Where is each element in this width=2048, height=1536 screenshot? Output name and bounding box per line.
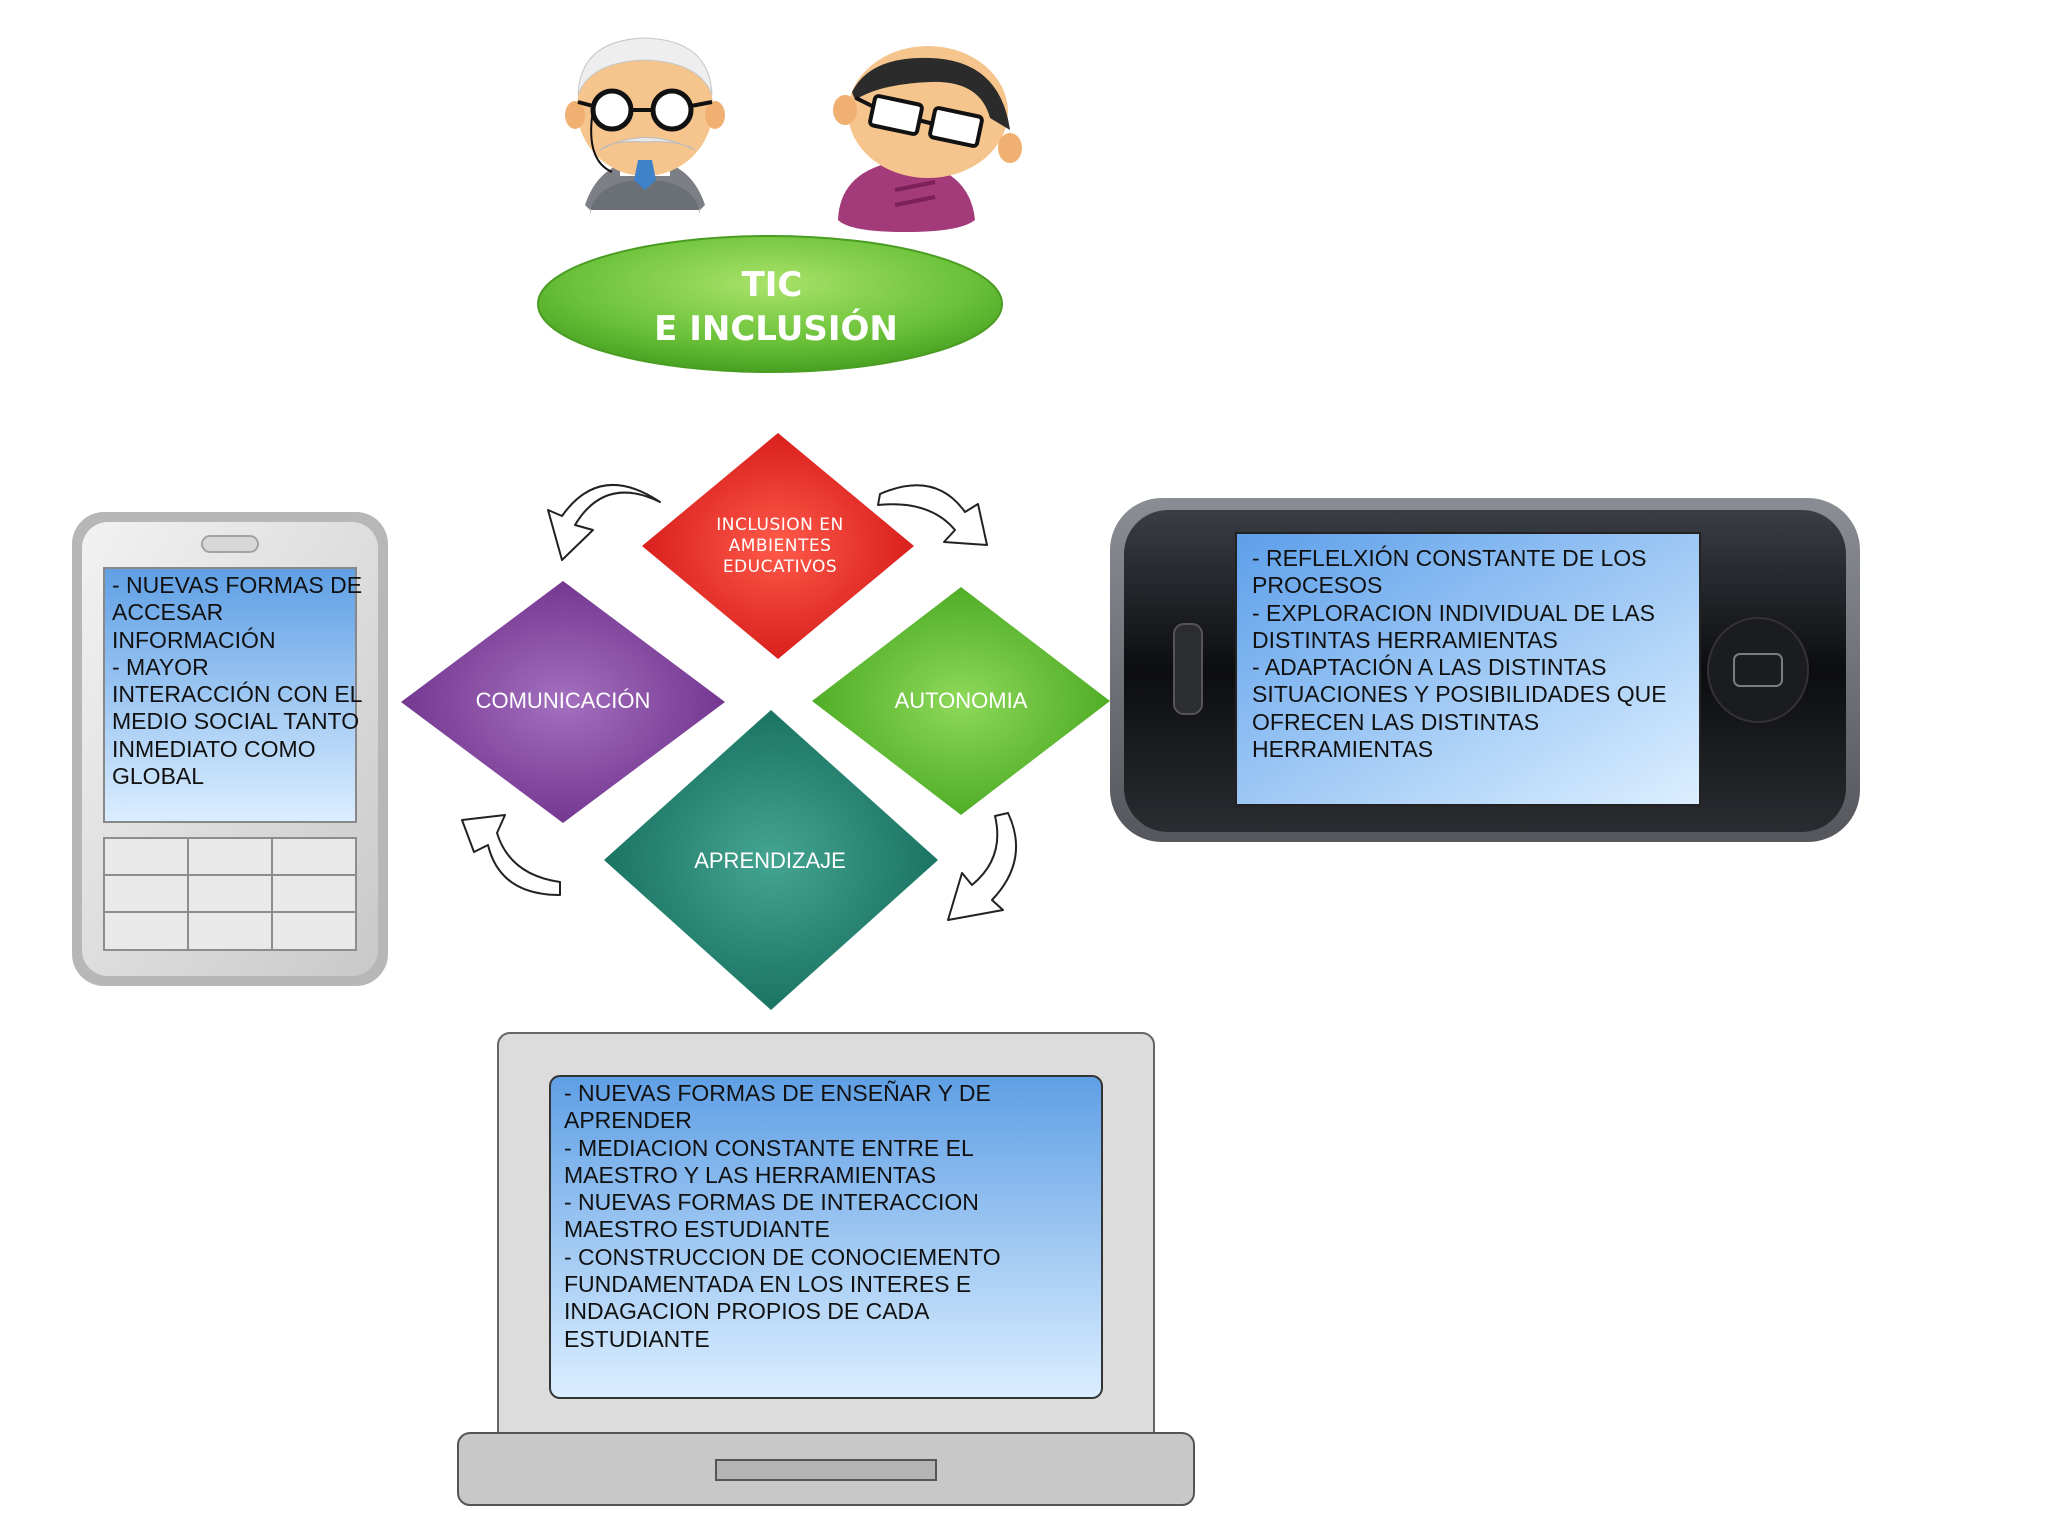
diamond-aprendizaje	[604, 710, 938, 1010]
curved-arrow-icon	[947, 812, 1018, 921]
diamond-autonomia	[812, 587, 1110, 815]
smartphone-screen	[1235, 532, 1701, 806]
curved-arrow-icon	[461, 814, 561, 896]
curved-arrow-icon	[547, 483, 661, 561]
touchpad	[715, 1459, 937, 1481]
keypad	[103, 837, 357, 951]
young-person-icon	[833, 46, 1022, 232]
laptop-screen-text: - NUEVAS FORMAS DE ENSEÑAR Y DE APRENDER…	[564, 1080, 1001, 1352]
diamond-label-aprendizaje: APRENDIZAJE	[694, 848, 846, 873]
laptop-screen	[549, 1075, 1103, 1399]
title-line-1: TIC	[742, 265, 803, 305]
cellphone-device	[72, 512, 388, 986]
diamond-label-comunicacion: COMUNICACIÓN	[475, 688, 651, 713]
smartphone-screen-text: - REFLELXIÓN CONSTANTE DE LOS PROCESOS -…	[1252, 545, 1667, 763]
diamond-label-inclusion: INCLUSION EN AMBIENTES EDUCATIVOS	[716, 515, 844, 577]
cellphone-screen	[103, 567, 357, 823]
diamond-label-autonomia: AUTONOMIA	[894, 688, 1028, 713]
laptop-device	[457, 1032, 1195, 1506]
smartphone-device	[1110, 498, 1860, 842]
cellphone-screen-text: - NUEVAS FORMAS DE ACCESAR INFORMACIÓN -…	[112, 572, 363, 790]
earpiece-icon	[201, 535, 259, 553]
diamond-inclusion	[642, 433, 914, 659]
home-button-icon	[1707, 617, 1809, 723]
curved-arrow-icon	[877, 484, 988, 546]
title-ellipse: TIC E INCLUSIÓN	[537, 235, 1003, 373]
title-line-2: E INCLUSIÓN	[654, 308, 898, 349]
elderly-man-icon	[565, 37, 725, 215]
speaker-icon	[1173, 623, 1203, 715]
diamond-comunicacion	[401, 581, 725, 823]
